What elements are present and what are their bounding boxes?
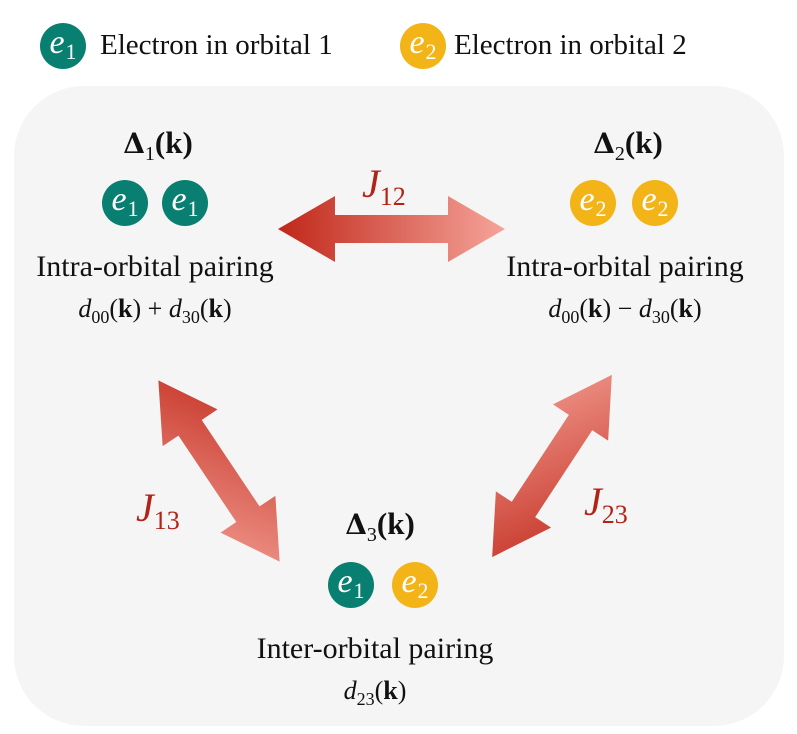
legend-electron-2-icon: e2 — [400, 23, 446, 69]
coupling-label-j12: J12 — [362, 161, 406, 211]
gap-function-3: d23(k) — [343, 676, 407, 709]
coupling-label-j13: J13 — [136, 485, 180, 535]
arrow-j13 — [158, 380, 280, 562]
pairing-label-intra-1: Intra-orbital pairing — [36, 250, 274, 283]
gap-delta-3: Δ3(k) — [345, 506, 415, 546]
legend-label-orbital-2: Electron in orbital 2 — [454, 29, 687, 61]
gap-delta-1: Δ1(k) — [123, 125, 193, 165]
legend-label-orbital-1: Electron in orbital 1 — [100, 29, 333, 61]
electron-orbital-1-icon: e1 — [328, 562, 374, 608]
electron-orbital-1-icon: e1 — [162, 180, 208, 226]
coupling-label-j23: J23 — [584, 479, 628, 529]
pairing-label-intra-2: Intra-orbital pairing — [506, 250, 744, 283]
legend-electron-1-icon: e1 — [40, 23, 86, 69]
gap-function-2: d00(k) − d30(k) — [548, 294, 702, 327]
pairing-label-inter: Inter-orbital pairing — [256, 632, 494, 665]
electron-orbital-2-icon: e2 — [570, 180, 616, 226]
gap-function-1: d00(k) + d30(k) — [78, 294, 232, 327]
arrow-j12 — [278, 196, 505, 262]
electron-orbital-2-icon: e2 — [632, 180, 678, 226]
electron-orbital-1-icon: e1 — [102, 180, 148, 226]
gap-delta-2: Δ2(k) — [593, 125, 663, 165]
electron-orbital-2-icon: e2 — [392, 562, 438, 608]
arrow-j23 — [492, 374, 612, 558]
